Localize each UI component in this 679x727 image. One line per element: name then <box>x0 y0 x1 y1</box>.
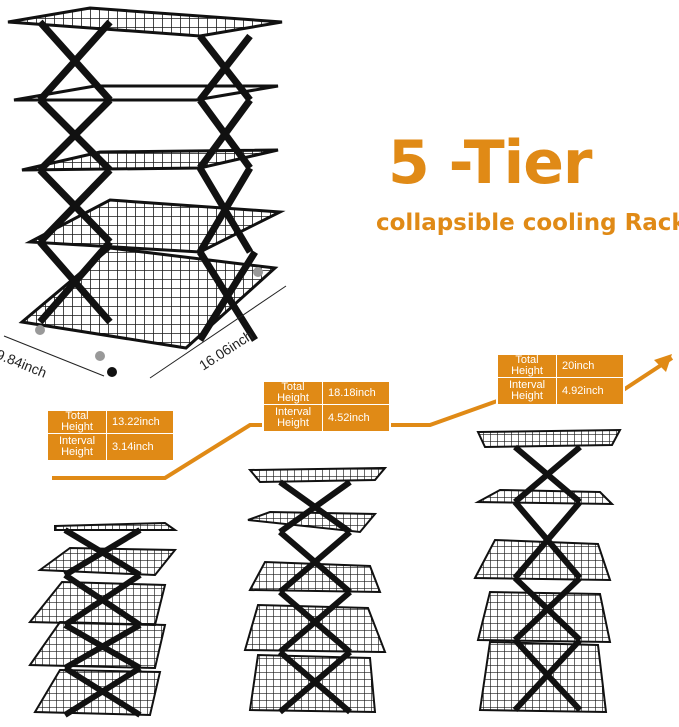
main-rack <box>7 6 286 377</box>
spec-table-medium: Total Height 18.18inch Interval Height 4… <box>262 380 391 433</box>
interval-height-label: Interval Height <box>497 377 557 405</box>
total-height-value: 20inch <box>556 354 624 378</box>
dimension-lines <box>3 285 287 379</box>
total-height-label: Total Height <box>497 354 557 378</box>
rack-collapsed-small <box>27 521 179 718</box>
subtitle: collapsible cooling Rack <box>376 210 679 236</box>
interval-height-value: 4.92inch <box>556 377 624 405</box>
interval-height-value: 3.14inch <box>106 433 174 461</box>
total-height-label: Total Height <box>263 381 323 405</box>
total-height-value: 13.22inch <box>106 410 174 434</box>
rack-medium <box>243 466 388 715</box>
spec-table-tall: Total Height 20inch Interval Height 4.92… <box>496 353 625 406</box>
title: 5 -Tier <box>388 128 593 198</box>
total-height-label: Total Height <box>47 410 107 434</box>
interval-height-value: 4.52inch <box>322 404 390 432</box>
interval-height-label: Interval Height <box>263 404 323 432</box>
interval-height-label: Interval Height <box>47 433 107 461</box>
total-height-value: 18.18inch <box>322 381 390 405</box>
rack-tall <box>473 428 622 714</box>
spec-table-small: Total Height 13.22inch Interval Height 3… <box>46 409 175 462</box>
